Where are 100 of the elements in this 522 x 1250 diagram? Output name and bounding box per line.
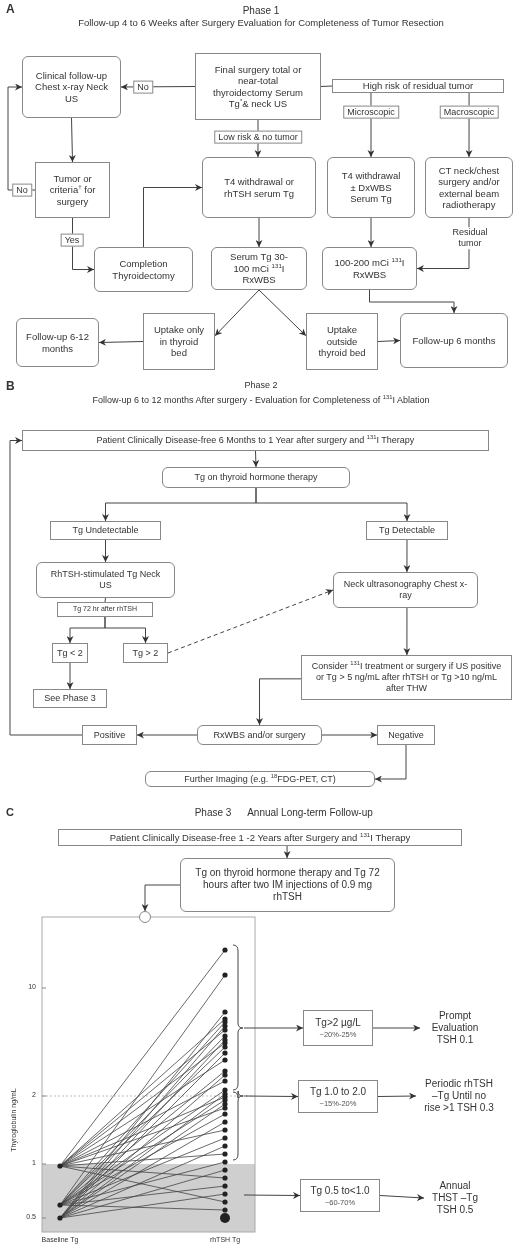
node-text: RhTSH-stimulated Tg Neck US: [49, 569, 162, 591]
process-box: [202, 157, 316, 218]
node-text: Clinical follow-up Chest x-ray Neck US: [34, 69, 109, 105]
node-text: Patient Clinically Disease-free 6 Months to 1 Year after surgery and $^{131}$I Therapy: [96, 435, 415, 446]
process-box: [50, 521, 161, 540]
process-box: [303, 1010, 373, 1046]
node-text: Tg Undetectable: [72, 525, 139, 536]
arrow: [377, 337, 401, 345]
arrow: [104, 616, 149, 644]
node-text: See Phase 3: [44, 693, 96, 704]
arrow: [372, 1024, 421, 1032]
process-box: [195, 53, 321, 120]
edge-label: Microscopic: [343, 105, 399, 119]
node-text: CT neck/chest surgery and/or external beam radiotherapy: [437, 164, 501, 211]
node-text: Negative: [388, 729, 424, 741]
outcome-text: Prompt Evaluation TSH 0.1: [420, 1008, 490, 1048]
node-text: Tumor or criteria$^{†}$ for surgery: [48, 172, 97, 208]
node-text: High risk of residual tumor: [362, 80, 474, 92]
arrow: [403, 539, 411, 573]
node-text: Tg Detectable: [379, 525, 435, 536]
node-text: Final surgery total or near-total thyroidectomy Serum Tg$^{*}$& neck US: [212, 63, 304, 110]
arrow: [256, 678, 302, 726]
node-text: Tg < 2: [57, 647, 83, 659]
arrow: [214, 289, 260, 337]
process-box: [58, 829, 462, 846]
node-text: Tg 1.0 to 2.0: [309, 1085, 367, 1098]
process-box: [322, 247, 417, 290]
phase-subtitle: Follow-up 6 to 12 months After surgery - Evaluation for Completeness of $^{131}$I Ablation: [92, 396, 430, 406]
arrow: [243, 1092, 299, 1100]
arrow: [66, 662, 74, 690]
arrow: [283, 845, 291, 859]
process-box: [143, 313, 215, 370]
arrow: [379, 1194, 425, 1202]
process-box: [162, 467, 350, 488]
phase-subtitle: Annual Long-term Follow-up: [247, 807, 373, 818]
connector-circle: [139, 911, 151, 923]
edge-label: Low risk & no tumor: [214, 130, 302, 144]
arrow: [98, 338, 144, 346]
node-text: Follow-up 6 months: [412, 334, 496, 347]
process-box: [57, 602, 153, 617]
node-text: Uptake outside thyroid bed: [317, 324, 367, 359]
process-box: [298, 1080, 378, 1113]
node-text: RxWBS and/or surgery: [213, 729, 306, 741]
arrow: [369, 289, 458, 314]
process-box: [306, 313, 378, 370]
node-text: Further Imaging (e.g. $^{18}$FDG-PET, CT): [184, 773, 336, 785]
arrow: [255, 217, 263, 248]
process-box: [211, 247, 307, 290]
panel-letter: B: [6, 380, 15, 394]
process-box: [301, 655, 512, 700]
phase-title: Phase 2: [244, 381, 278, 391]
phase-subtitle: Follow-up 4 to 6 Weeks after Surgery Evaluation for Completeness of Tumor Resection: [78, 18, 444, 29]
process-box: [52, 643, 88, 663]
edge-label: No: [133, 80, 153, 94]
process-box: [145, 771, 375, 787]
arrow: [143, 184, 203, 248]
process-box: [22, 430, 489, 451]
node-text: Tg 0.5 to<1.0: [310, 1184, 370, 1197]
arrow: [377, 1092, 417, 1100]
process-box: [366, 521, 448, 540]
process-box: [35, 162, 110, 218]
process-box: [332, 79, 504, 93]
arrow: [102, 539, 109, 563]
process-box: [327, 157, 415, 218]
arrow: [243, 1191, 301, 1199]
node-text: Consider $^{131}$I treatment or surgery if US positive or Tg > 5 ng/mL after rhTSH or Tg >10 ng/mL after THW: [310, 661, 503, 694]
edge-label: Yes: [60, 233, 84, 247]
panel-letter: C: [6, 806, 14, 819]
process-box: [425, 157, 513, 218]
arrow: [167, 589, 334, 654]
arrow: [136, 731, 198, 739]
process-box: [377, 725, 435, 745]
connector-line: [320, 85, 333, 87]
arrow: [252, 450, 260, 468]
node-text: Follow-up 6-12 months: [25, 331, 90, 354]
process-box: [94, 247, 193, 292]
process-box: [36, 562, 175, 598]
node-text: T4 withdrawal or rhTSH serum Tg: [223, 176, 295, 199]
panel-letter: A: [6, 3, 15, 17]
edge-label: No: [12, 183, 32, 197]
node-text: Positive: [93, 729, 126, 741]
node-text: Patient Clinically Disease-free 1 -2 Years after Surgery and $^{131}$I Therapy: [109, 831, 411, 844]
node-text: Tg > 2: [132, 647, 159, 659]
outcome-text: Annual THST –Tg TSH 0.5: [424, 1178, 486, 1218]
arrow: [72, 217, 95, 273]
node-text: Neck ultrasonography Chest x-ray: [342, 579, 469, 601]
process-box: [123, 643, 168, 663]
node-text: Uptake only in thyroid bed: [152, 324, 206, 359]
process-box: [16, 318, 99, 367]
process-box: [22, 56, 121, 118]
arrow: [7, 83, 36, 191]
node-text: Serum Tg 30-100 mCi $^{131}$I RxWBS: [229, 251, 289, 286]
arrow: [321, 731, 378, 739]
node-text: Tg on thyroid hormone therapy: [194, 472, 318, 483]
process-box: [82, 725, 137, 745]
process-box: [400, 313, 508, 368]
arrow: [403, 607, 411, 656]
arrow: [141, 884, 181, 912]
node-text: 100-200 mCi $^{131}$I RxWBS: [333, 257, 406, 280]
node-text: Completion Thyroidectomy: [111, 258, 176, 281]
